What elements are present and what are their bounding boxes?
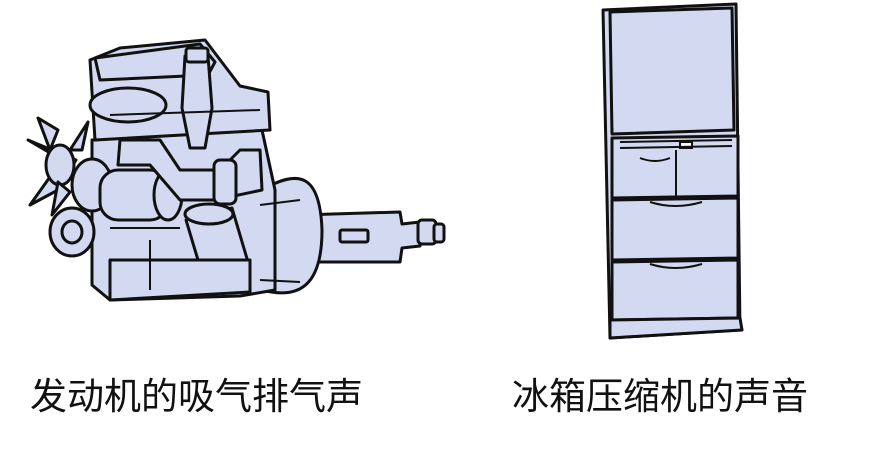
engine-panel: 发动机的吸气排气声	[26, 38, 446, 418]
fridge-panel: 冰箱压缩机的声音	[470, 0, 888, 473]
engine-illustration	[26, 38, 446, 302]
fridge-caption: 冰箱压缩机的声音	[512, 375, 808, 418]
engine-caption: 发动机的吸气排气声	[30, 375, 363, 418]
refrigerator-illustration	[601, 2, 744, 340]
